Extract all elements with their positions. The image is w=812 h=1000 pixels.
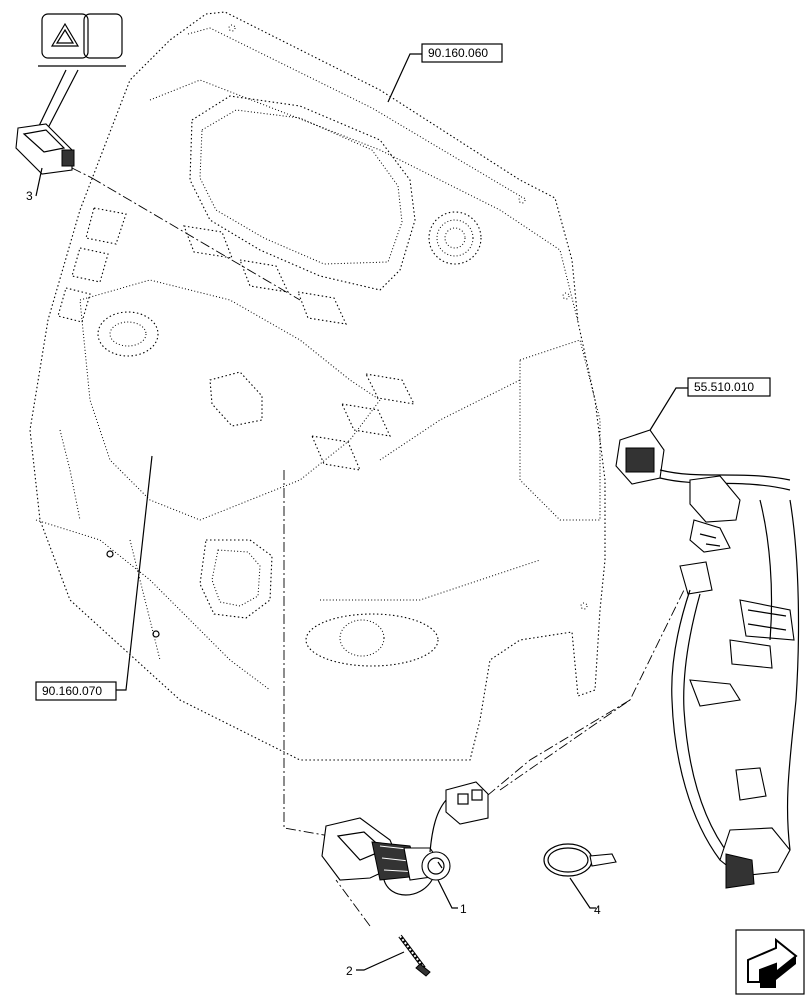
ref-dashboard-label: 90.160.060 [428,46,488,60]
ref-lower-panel-label: 90.160.070 [42,684,102,698]
callout-2: 2 [346,951,405,978]
callout-1: 1 [437,879,467,916]
ref-harness-label: 55.510.010 [694,380,754,394]
callout-1-label: 1 [460,902,467,916]
next-page-arrow-icon[interactable] [735,929,805,995]
ref-dashboard[interactable]: 90.160.060 [387,43,503,103]
hazard-switch-part [15,123,93,179]
ref-lower-panel[interactable]: 90.160.070 [35,455,153,701]
multifunction-switch-part [321,781,489,896]
wire-harness [615,429,800,889]
ref-harness[interactable]: 55.510.010 [643,377,771,441]
dashboard-shell [29,11,606,761]
screw-part [398,934,431,977]
callout-3: 3 [26,167,43,203]
callout-4: 4 [569,877,601,917]
callout-3-label: 3 [26,189,33,203]
hazard-legend [37,13,126,129]
callout-2-label: 2 [346,964,353,978]
hazard-triangle-icon [50,22,80,47]
assembly-lines [91,177,685,927]
callout-4-label: 4 [594,903,601,917]
cable-tie-part [543,843,617,877]
